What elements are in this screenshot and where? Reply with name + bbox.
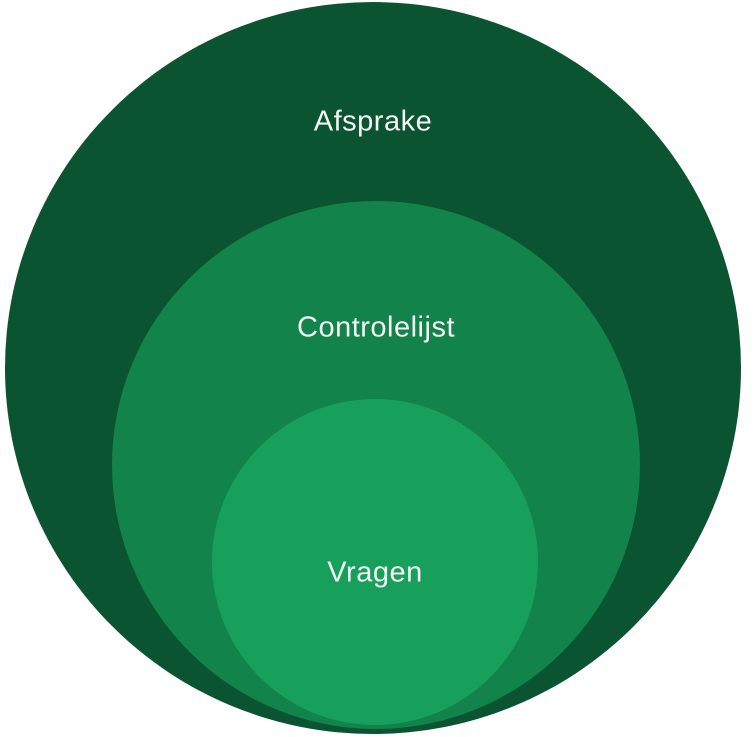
outer-circle-label: Afsprake	[313, 105, 433, 138]
middle-circle-label: Controlelijst	[297, 311, 455, 344]
inner-circle-label: Vragen	[327, 556, 423, 589]
inner-circle-vragen: Vragen	[212, 399, 538, 725]
